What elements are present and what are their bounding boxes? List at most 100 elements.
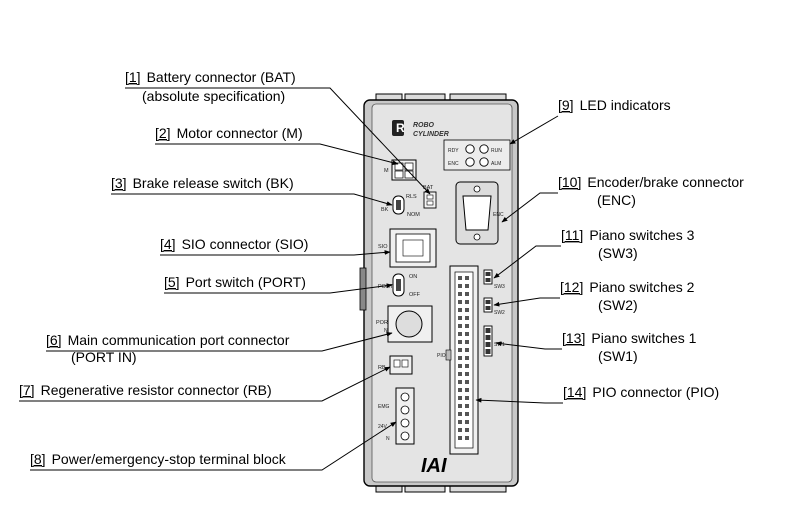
callout-12: [12] Piano switches 2 (SW2) xyxy=(560,279,695,313)
svg-text:[8]Power/emergency-stop termin: [8]Power/emergency-stop terminal block xyxy=(30,451,287,467)
port-switch-label: PORT xyxy=(378,284,394,290)
svg-text:[1]Battery connector (BAT): [1]Battery connector (BAT) xyxy=(125,69,296,85)
svg-text:[6]Main communication port con: [6] Main communication port connector xyxy=(46,332,290,348)
led-alm-label: ALM xyxy=(491,161,501,167)
led-run-label: RUN xyxy=(491,148,502,154)
callout-10-num: [10] xyxy=(558,174,581,190)
iai-brand-logo: IAI xyxy=(421,455,447,477)
pio-pin xyxy=(458,308,462,312)
pio-pin xyxy=(458,348,462,352)
battery-label: BAT xyxy=(423,185,434,191)
enc-label: ENC xyxy=(493,212,504,218)
bk-label: BK xyxy=(381,207,389,213)
callout-6-name: Main communication port connector xyxy=(68,332,290,348)
led-enc-icon xyxy=(465,157,475,167)
callout-1: [1]Battery connector (BAT) (absolute spe… xyxy=(125,69,296,104)
logo-line1: ROBO xyxy=(413,122,435,129)
pio-pin xyxy=(458,364,462,368)
pio-pin xyxy=(458,428,462,432)
sio-label: SIO xyxy=(378,244,388,250)
pio-label: PIO xyxy=(437,353,446,359)
callout-11-name: Piano switches 3 xyxy=(589,227,694,243)
leader-12 xyxy=(493,297,560,307)
pio-pin xyxy=(465,420,469,424)
pio-pin xyxy=(465,316,469,320)
pio-pin xyxy=(465,332,469,336)
callout-6: [6]Main communication port connector (PO… xyxy=(46,332,290,365)
pio-pin xyxy=(458,420,462,424)
pio-pin xyxy=(458,396,462,400)
battery-connector: BAT xyxy=(423,185,437,209)
leader-14 xyxy=(475,397,563,404)
motor-connector: M xyxy=(384,159,417,181)
rb-label: RB xyxy=(378,365,386,371)
leader-11 xyxy=(493,245,561,279)
leader-9 xyxy=(509,115,559,145)
svg-text:[13]Piano switches 1: [13]Piano switches 1 xyxy=(562,330,697,346)
callout-9: [9]LED indicators xyxy=(558,97,671,113)
pio-pin xyxy=(465,388,469,392)
callout-11-num: [11] xyxy=(561,227,583,243)
port-switch: ON PORT OFF xyxy=(378,273,421,298)
leader-8 xyxy=(30,421,397,471)
callout-13-num: [13] xyxy=(562,330,585,346)
led-run-icon xyxy=(479,144,489,154)
leader-6 xyxy=(46,332,393,352)
callout-1-num: [1] xyxy=(125,69,141,85)
regenerative-resistor-connector: RB xyxy=(378,355,413,375)
pio-pin xyxy=(465,380,469,384)
callout-13-sub: (SW1) xyxy=(598,348,638,364)
pio-pin xyxy=(465,404,469,408)
pio-pin xyxy=(458,332,462,336)
callout-10-sub: (ENC) xyxy=(597,192,636,208)
pio-pin xyxy=(465,428,469,432)
pio-pin xyxy=(465,292,469,296)
svg-text:[2]Motor connector (M): [2]Motor connector (M) xyxy=(155,125,303,141)
pio-pin xyxy=(458,356,462,360)
callout-5-num: [5] xyxy=(164,274,180,290)
pio-pin xyxy=(458,300,462,304)
logo-line2: CYLINDER xyxy=(413,131,449,138)
pio-pin xyxy=(465,364,469,368)
callout-8-name: Power/emergency-stop terminal block xyxy=(52,451,287,467)
callout-2-num: [2] xyxy=(155,125,171,141)
piano-switches-2: SW2 xyxy=(483,297,505,316)
callout-6-num: [6] xyxy=(46,332,62,348)
led-rdy-icon xyxy=(465,144,475,154)
callout-9-name: LED indicators xyxy=(580,97,671,113)
piano-switches-3: SW3 xyxy=(483,269,505,290)
robo-cylinder-logo: R ROBO CYLINDER xyxy=(392,120,449,138)
svg-text:[9]LED indicators: [9]LED indicators xyxy=(558,97,671,113)
pio-pin xyxy=(458,324,462,328)
leader-13 xyxy=(495,341,562,350)
svg-text:[14]PIO connector (PIO): [14]PIO connector (PIO) xyxy=(563,384,719,400)
led-alm-icon xyxy=(479,157,489,167)
main-communication-port: PORT N xyxy=(376,305,433,343)
callout-12-name: Piano switches 2 xyxy=(589,279,694,295)
brake-release-switch: RLS BK NOM xyxy=(381,194,420,218)
led-enc-label: ENC xyxy=(448,161,459,167)
pio-pin xyxy=(465,372,469,376)
callout-3-name: Brake release switch (BK) xyxy=(133,175,294,191)
callout-12-num: [12] xyxy=(560,279,583,295)
sw2-label: SW2 xyxy=(494,310,505,316)
power-terminal-block: EMG 24V N xyxy=(378,387,415,445)
callout-12-sub: (SW2) xyxy=(598,297,638,313)
pio-pin xyxy=(458,388,462,392)
callout-13: [13]Piano switches 1 (SW1) xyxy=(562,330,697,364)
callout-4-num: [4] xyxy=(160,236,176,252)
callout-2: [2]Motor connector (M) xyxy=(155,125,303,141)
callout-7-num: [7] xyxy=(19,382,35,398)
callout-3-num: [3] xyxy=(111,175,127,191)
pio-pin xyxy=(458,436,462,440)
v24-label: 24V xyxy=(378,424,388,430)
callout-1-sub: (absolute specification) xyxy=(142,88,285,104)
led-indicators: RDY RUN ENC ALM xyxy=(443,139,511,171)
callout-10: [10]Encoder/brake connector (ENC) xyxy=(558,174,744,208)
callout-11: [11]Piano switches 3 (SW3) xyxy=(561,227,695,261)
svg-text:R: R xyxy=(396,121,405,135)
sw1-label: SW1 xyxy=(494,342,505,348)
leader-lines xyxy=(19,87,563,471)
svg-text:[5]Port switch (PORT): [5]Port switch (PORT) xyxy=(164,274,306,290)
